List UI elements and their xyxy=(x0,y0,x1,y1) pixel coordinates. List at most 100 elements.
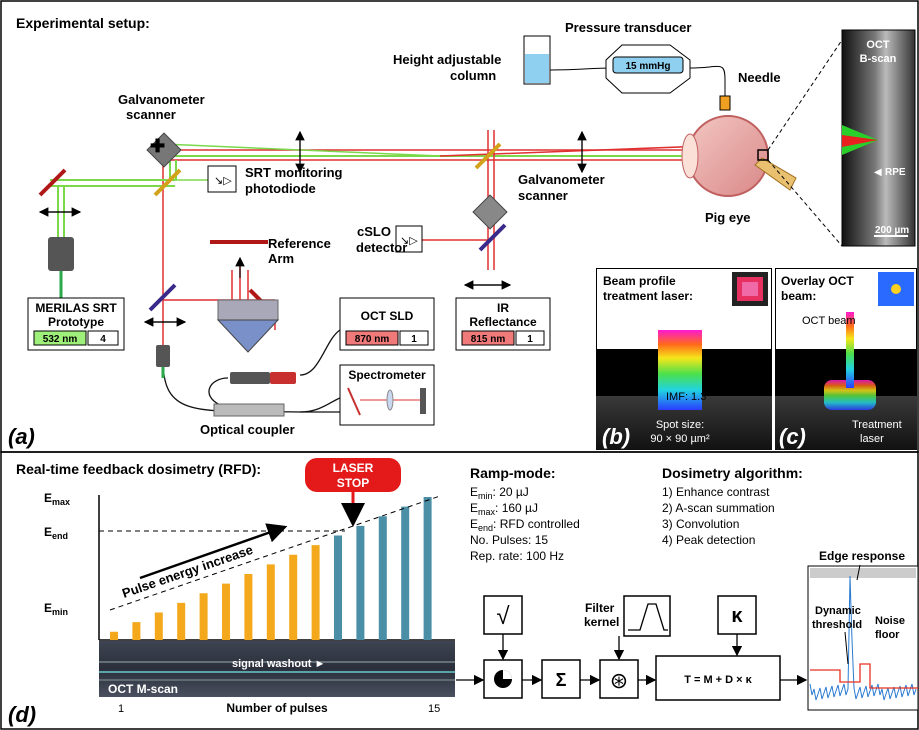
needle-label: Needle xyxy=(738,70,781,85)
beam-profile-title-2: treatment laser: xyxy=(603,289,693,303)
reference-arm-label-2: Arm xyxy=(268,251,294,266)
edge-response-label: Edge response xyxy=(819,549,905,563)
emin-label: Emin xyxy=(44,601,68,617)
overlay-title-2: beam: xyxy=(781,289,816,303)
pulse-bar-9 xyxy=(289,554,298,640)
cslo-label-1: cSLO xyxy=(357,224,391,239)
sqrt-icon: √ xyxy=(496,603,510,630)
galvo-bottom-label-1: Galvanometer xyxy=(518,172,605,187)
ir-wavelength: 815 nm xyxy=(471,334,506,345)
pulse-chart xyxy=(110,497,432,640)
srt-photodiode-icon xyxy=(207,165,237,193)
ir-title-1: IR xyxy=(497,301,509,315)
merilas-fiber-connector xyxy=(48,237,74,271)
laser-stop-badge xyxy=(305,458,401,492)
needle-icon xyxy=(719,95,731,111)
pulse-bar-12 xyxy=(356,525,365,640)
ramp-line-4: No. Pulses: 15 xyxy=(470,533,548,547)
ramp-title: Ramp-mode: xyxy=(470,465,556,481)
pulse-bar-4 xyxy=(177,602,186,640)
cslo-label-2: detector xyxy=(356,240,407,255)
pulse-bar-11 xyxy=(334,535,342,640)
eend-label: Eend xyxy=(44,525,68,541)
bscan-title-2: B-scan xyxy=(860,53,897,65)
x-start: 1 xyxy=(118,703,124,715)
galvo-bottom-label-2: scanner xyxy=(518,188,568,203)
spectrometer-label: Spectrometer xyxy=(348,368,426,382)
pulse-bar-10 xyxy=(311,545,320,640)
pig-eye-label: Pig eye xyxy=(705,210,751,225)
x-end: 15 xyxy=(428,703,440,715)
ramp-line-3: Eend: RFD controlled xyxy=(470,517,580,533)
ir-title-2: Reflectance xyxy=(469,315,537,329)
dosimetry-step-3: 3) Convolution xyxy=(662,517,739,531)
pulse-bar-2 xyxy=(132,622,141,640)
galvo-top-label-2: scanner xyxy=(126,107,176,122)
convolution-icon: ⊛ xyxy=(610,668,628,693)
x-axis-title: Number of pulses xyxy=(226,701,328,715)
bscan-title-1: OCT xyxy=(866,39,890,51)
mscan-label: OCT M-scan xyxy=(108,682,178,696)
panel-b-label: (b) xyxy=(602,424,630,449)
dosimetry-step-4: 4) Peak detection xyxy=(662,533,755,547)
pulse-bar-5 xyxy=(199,593,208,640)
laser-stop-1: LASER xyxy=(333,461,374,475)
merilas-title-1: MERILAS SRT xyxy=(35,301,117,315)
treatment-beam-profile xyxy=(658,330,702,410)
merilas-number: 4 xyxy=(100,334,106,345)
scanner-cross-icon: ✚ xyxy=(150,136,165,156)
filter-kernel-label-1: Filter xyxy=(585,601,615,615)
panel-a-label: (a) xyxy=(8,424,35,449)
dynamic-threshold-2: threshold xyxy=(812,619,862,631)
dosimetry-title: Dosimetry algorithm: xyxy=(662,465,803,481)
height-column-label-2: column xyxy=(450,68,496,83)
bscan-scale: 200 µm xyxy=(875,225,909,236)
pulse-bar-3 xyxy=(154,612,163,640)
merilas-wavelength: 532 nm xyxy=(43,334,78,345)
beam-profile-title-1: Beam profile xyxy=(603,274,676,288)
oct-sld-title: OCT SLD xyxy=(361,309,414,323)
oct-beam-peak xyxy=(846,312,854,388)
pulse-bar-6 xyxy=(222,583,230,640)
threshold-line xyxy=(810,663,918,689)
merilas-wavelength-badge xyxy=(33,330,87,346)
photodiode-symbol-icon: ↘▷ xyxy=(214,175,232,187)
pulse-bar-1 xyxy=(110,631,118,640)
noise-floor-2: floor xyxy=(875,629,900,641)
oct-mscan-image xyxy=(99,641,455,697)
kappa-icon: κ xyxy=(731,605,743,627)
merilas-title-2: Prototype xyxy=(48,315,104,329)
spot-size-2: 90 × 90 µm² xyxy=(650,433,710,445)
oct-sld-number: 1 xyxy=(411,334,417,345)
panel-c-label: (c) xyxy=(779,424,806,449)
adjust-arrows xyxy=(38,130,587,327)
overlay-title-1: Overlay OCT xyxy=(781,274,854,288)
signal-washout-label: signal washout ► xyxy=(232,658,325,670)
pulse-bar-13 xyxy=(378,516,387,640)
dynamic-threshold-1: Dynamic xyxy=(815,605,861,617)
reference-prism-top xyxy=(217,299,279,321)
srt-photodiode-label-2: photodiode xyxy=(245,181,316,196)
emax-label: Emax xyxy=(44,491,70,507)
laser-stop-2: STOP xyxy=(337,476,369,490)
treatment-laser-label-2: laser xyxy=(860,433,884,445)
ramp-line-1: Emin: 20 µJ xyxy=(470,485,529,501)
ramp-line-5: Rep. rate: 100 Hz xyxy=(470,549,564,563)
pressure-transducer-label: Pressure transducer xyxy=(565,20,691,35)
svg-text:↘▷: ↘▷ xyxy=(400,235,418,247)
pig-eye-icon xyxy=(687,115,769,197)
panel-d-label: (d) xyxy=(8,702,36,727)
pressure-value: 15 mmHg xyxy=(625,61,670,72)
spot-size-1: Spot size: xyxy=(656,419,704,431)
energy-trend-line xyxy=(109,495,441,611)
dosimetry-step-1: 1) Enhance contrast xyxy=(662,485,770,499)
filter-kernel-label-2: kernel xyxy=(584,615,619,629)
dosimetry-step-2: 2) A-scan summation xyxy=(662,501,775,515)
rpe-arrow-icon: ◀ xyxy=(874,167,882,178)
rfd-heading: Real-time feedback dosimetry (RFD): xyxy=(16,461,261,477)
ramp-line-2: Emax: 160 µJ xyxy=(470,501,538,517)
pulse-energy-label: Pulse energy increase xyxy=(120,542,255,601)
